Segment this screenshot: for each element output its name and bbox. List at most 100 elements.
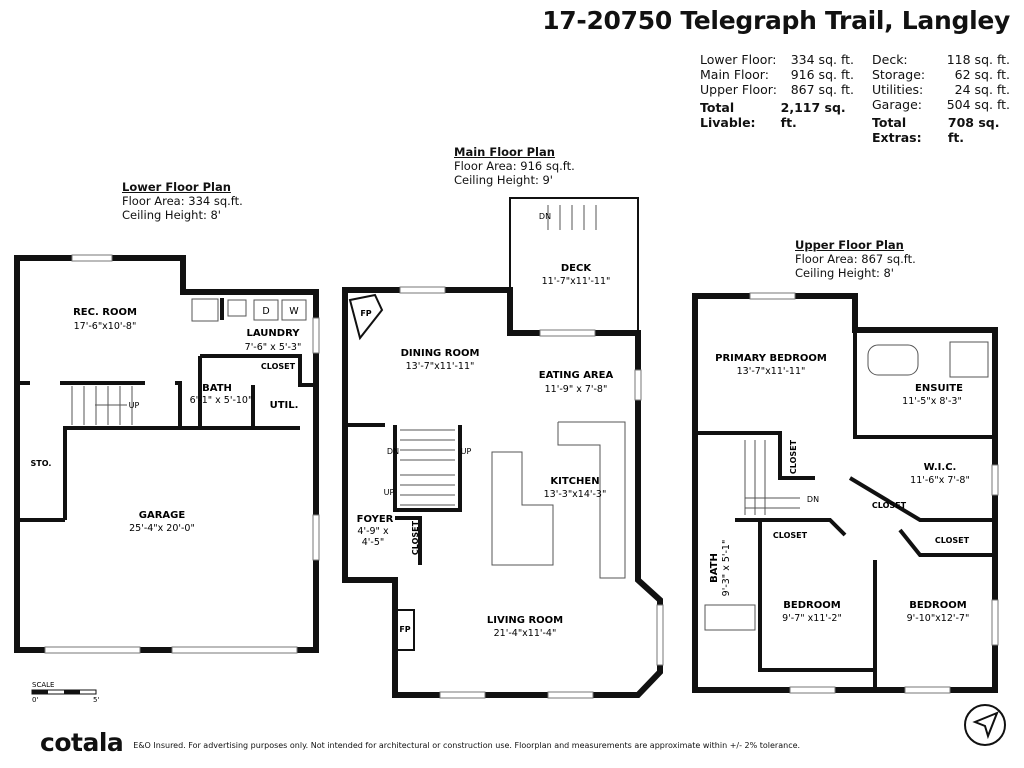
sink-icon bbox=[227, 299, 247, 317]
stairs-up-label: UP bbox=[461, 447, 472, 456]
room-dimensions: 13'-7"x11'-11" bbox=[737, 366, 806, 377]
extras-stats: Deck:118 sq. ft. Storage:62 sq. ft. Util… bbox=[872, 52, 1010, 145]
room-dimensions: 9'-10"x12'-7" bbox=[907, 613, 970, 624]
upper-floor-header: Upper Floor Plan Floor Area: 867 sq.ft. … bbox=[795, 238, 916, 280]
stat-value: 708 sq. ft. bbox=[947, 115, 1000, 145]
stat-row: Storage:62 sq. ft. bbox=[872, 67, 1010, 82]
wall bbox=[175, 381, 182, 428]
stat-row: Utilities:24 sq. ft. bbox=[872, 82, 1010, 97]
lower-floor-plan: D W UP REC. ROOM 17'-6"x10'-8" LAUNDRY 7… bbox=[14, 254, 320, 654]
garage-door bbox=[44, 646, 141, 654]
stairs-icon bbox=[744, 440, 800, 515]
room-dimensions: 13'-3"x14'-3" bbox=[544, 489, 607, 500]
room-name: BEDROOM bbox=[909, 600, 966, 611]
sliding-door bbox=[539, 329, 596, 337]
room-dimensions: 11'-5"x 8'-3" bbox=[902, 396, 962, 407]
room-name: BATH bbox=[202, 383, 232, 394]
room-name: PRIMARY BEDROOM bbox=[715, 353, 827, 364]
stat-label: Lower Floor: bbox=[700, 52, 777, 67]
room-dimensions: 13'-7"x11'-11" bbox=[406, 361, 475, 372]
room-dimensions: 9'-3" x 5'-1" bbox=[721, 540, 732, 597]
room-dimensions: 11'-6"x 7'-8" bbox=[910, 475, 970, 486]
window bbox=[991, 464, 999, 496]
window bbox=[634, 369, 642, 401]
room-name: W.I.C. bbox=[924, 462, 957, 473]
room-dimensions: 11'-7"x11'-11" bbox=[542, 276, 611, 287]
room-name: BATH bbox=[709, 553, 720, 583]
fireplace-icon bbox=[348, 293, 384, 341]
brand-logo: cotala bbox=[40, 728, 124, 757]
stat-value: 334 sq. ft. bbox=[790, 52, 854, 67]
stat-label: Upper Floor: bbox=[700, 82, 777, 97]
plan-area: Floor Area: 916 sq.ft. bbox=[454, 159, 575, 173]
window bbox=[789, 686, 836, 694]
window bbox=[312, 514, 320, 561]
room-dimensions: 11'-9" x 7'-8" bbox=[545, 384, 608, 395]
room-dimensions: 7'-6" x 5'-3" bbox=[245, 342, 302, 353]
plan-area: Floor Area: 867 sq.ft. bbox=[795, 252, 916, 266]
bathtub-icon bbox=[704, 604, 756, 631]
window bbox=[399, 286, 446, 294]
wall bbox=[395, 516, 422, 565]
stat-label: Utilities: bbox=[872, 82, 924, 97]
plan-ceiling: Ceiling Height: 9' bbox=[454, 173, 553, 187]
stairs-icon bbox=[71, 386, 133, 425]
stat-value: 867 sq. ft. bbox=[790, 82, 854, 97]
plan-heading: Main Floor Plan bbox=[454, 145, 555, 159]
upper-floor-plan: DN PRIMARY BEDROOM 13'-7"x11'-11" ENSUIT… bbox=[692, 292, 999, 694]
wall bbox=[848, 476, 995, 522]
wall bbox=[63, 426, 300, 520]
kitchen-island bbox=[491, 451, 554, 566]
scale-max: 5' bbox=[93, 696, 99, 704]
footer: cotala E&O Insured. For advertising purp… bbox=[40, 728, 800, 757]
kitchen-counter bbox=[557, 421, 626, 579]
plan-area: Floor Area: 334 sq.ft. bbox=[122, 194, 243, 208]
fireplace-label: FP bbox=[399, 625, 410, 634]
room-name: ENSUITE bbox=[915, 383, 963, 394]
room-dimensions: 25'-4"x 20'-0" bbox=[129, 523, 195, 534]
stat-value: 62 sq. ft. bbox=[954, 67, 1010, 82]
stat-value: 2,117 sq. ft. bbox=[780, 100, 846, 130]
washer-label: W bbox=[289, 306, 299, 317]
fireplace-label: FP bbox=[360, 309, 371, 318]
stat-value: 916 sq. ft. bbox=[790, 67, 854, 82]
room-name: EATING AREA bbox=[539, 370, 614, 381]
wall bbox=[393, 425, 462, 512]
room-name: UTIL. bbox=[270, 400, 299, 411]
deck-stairs-down-label: DN bbox=[539, 212, 551, 221]
plan-heading: Upper Floor Plan bbox=[795, 238, 904, 252]
stat-label: Deck: bbox=[872, 52, 908, 67]
window bbox=[656, 604, 664, 666]
stat-label: Total Livable: bbox=[700, 100, 756, 130]
stairs-up-label: UP bbox=[129, 401, 140, 410]
window bbox=[547, 691, 594, 699]
room-name: LIVING ROOM bbox=[487, 615, 563, 626]
wall bbox=[758, 520, 875, 672]
closet-label: CLOSET bbox=[789, 439, 798, 474]
wall bbox=[853, 330, 995, 439]
window bbox=[71, 254, 113, 262]
scale-bar: SCALE 0' 5' bbox=[31, 681, 99, 704]
shower-icon bbox=[949, 341, 989, 378]
scale-min: 0' bbox=[32, 696, 38, 704]
washer-icon bbox=[281, 299, 307, 321]
window bbox=[312, 317, 320, 354]
disclaimer: E&O Insured. For advertising purposes on… bbox=[133, 741, 801, 750]
room-name: KITCHEN bbox=[550, 476, 599, 487]
garage-door bbox=[171, 646, 298, 654]
lower-exterior-wall bbox=[14, 255, 319, 653]
fireplace-icon bbox=[396, 609, 415, 651]
room-dimensions: 17'-6"x10'-8" bbox=[74, 321, 137, 332]
window bbox=[749, 292, 796, 300]
total-extras: Total Extras:708 sq. ft. bbox=[872, 115, 1010, 145]
room-name: FOYER bbox=[357, 514, 394, 525]
dryer-label: D bbox=[262, 306, 269, 317]
room-dimensions: 21'-4"x11'-4" bbox=[494, 628, 557, 639]
room-dimensions: 4'-5" bbox=[362, 537, 385, 548]
room-dimensions: 9'-7" x11'-2" bbox=[782, 613, 842, 624]
room-name: DINING ROOM bbox=[401, 348, 480, 359]
listing-title: 17-20750 Telegraph Trail, Langley bbox=[542, 6, 1010, 35]
room-dimensions: 4'-9" x bbox=[357, 526, 389, 537]
total-livable: Total Livable: 2,117 sq. ft. bbox=[700, 100, 854, 130]
